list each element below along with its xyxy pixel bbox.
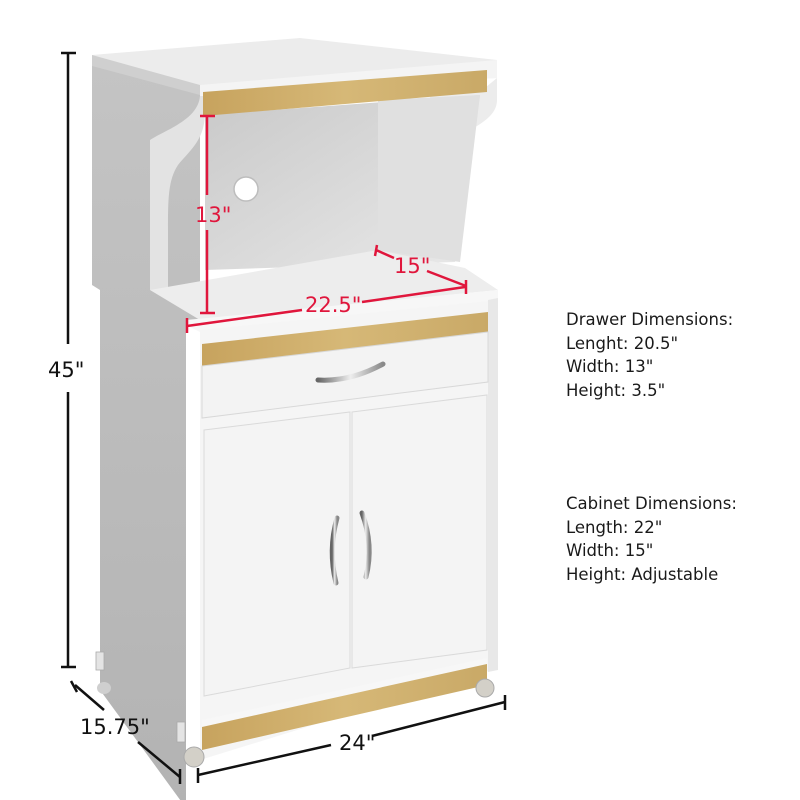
cabinet-illustration xyxy=(92,38,498,800)
cabinet-length: Length: 22" xyxy=(566,517,663,537)
door-handle-left-icon xyxy=(329,515,340,586)
shelf-width-label: 22.5" xyxy=(305,293,361,317)
cord-hole xyxy=(233,176,259,202)
cabinet-dimensions-title: Cabinet Dimensions: xyxy=(566,494,737,513)
cabinet-dimensions-block: Cabinet Dimensions: Length: 22" Width: 1… xyxy=(566,492,737,586)
overall-width-label: 24" xyxy=(339,731,375,755)
cabinet-left-side-panel xyxy=(92,55,200,800)
shelf-depth-label: 15" xyxy=(394,254,430,278)
drawer-dimensions-block: Drawer Dimensions: Lenght: 20.5" Width: … xyxy=(566,308,733,402)
base-wood-trim xyxy=(202,663,487,750)
overall-height-dimension xyxy=(61,51,76,669)
shelf-height-dimension xyxy=(200,114,215,315)
door-handle-right-icon xyxy=(359,510,372,580)
overall-width-dimension xyxy=(196,695,507,783)
cabinet-height: Height: Adjustable xyxy=(566,564,719,584)
drawer-handle-icon xyxy=(315,361,386,383)
caster-wheels xyxy=(95,651,495,768)
shelf-width-dimension xyxy=(185,285,466,333)
drawer-wood-trim xyxy=(202,312,488,366)
drawer-dimensions-title: Drawer Dimensions: xyxy=(566,310,734,329)
overall-depth-label: 15.75" xyxy=(80,715,150,739)
hutch-left-support xyxy=(150,96,205,290)
hutch-wood-trim xyxy=(203,70,487,116)
drawer-width: Width: 13" xyxy=(566,357,654,376)
shelf-height-label: 13" xyxy=(195,203,231,227)
cabinet-door-left xyxy=(203,411,351,697)
drawer-front xyxy=(201,331,489,419)
microwave-shelf-surface xyxy=(150,250,498,320)
shelf-depth-dimension xyxy=(373,244,468,294)
overall-height-label: 45" xyxy=(48,358,84,382)
drawer-length: Lenght: 20.5" xyxy=(566,333,679,353)
drawer-height: Height: 3.5" xyxy=(566,380,666,400)
cabinet-door-right xyxy=(351,394,488,669)
overall-depth-dimension xyxy=(69,680,182,784)
cabinet-width: Width: 15" xyxy=(566,541,654,560)
